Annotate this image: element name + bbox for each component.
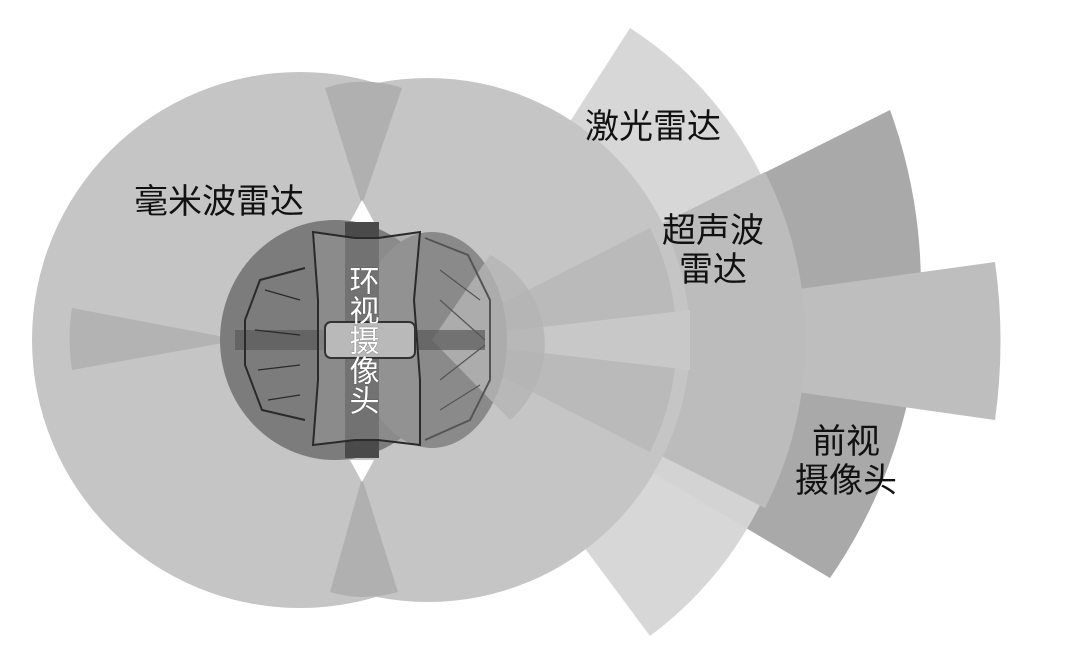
ultrasonic-radar-label-line2: 雷达: [679, 250, 747, 291]
front-camera-label-line1: 前视: [812, 422, 880, 462]
ultrasonic-radar-label-line1: 超声波: [662, 211, 764, 251]
mmwave-radar-label: 毫米波雷达: [134, 182, 304, 222]
ultrasonic-center-beam: [430, 310, 690, 370]
lidar-label: 激光雷达: [585, 107, 721, 147]
top-blind-notch: [350, 200, 374, 222]
bottom-blind-notch: [350, 460, 374, 482]
vehicle-wireframe: [244, 230, 491, 447]
front-camera-label-line2: 摄像头: [795, 461, 897, 502]
bottom-sensor-sector: [330, 478, 398, 597]
rear-sensor-sector: [69, 308, 240, 370]
surround-camera-label: 环视摄像头: [343, 265, 379, 415]
ultrasonic-radar-label: 超声波 雷达: [662, 211, 764, 291]
front-camera-label: 前视 摄像头: [795, 422, 897, 502]
top-sensor-sector: [325, 81, 402, 205]
